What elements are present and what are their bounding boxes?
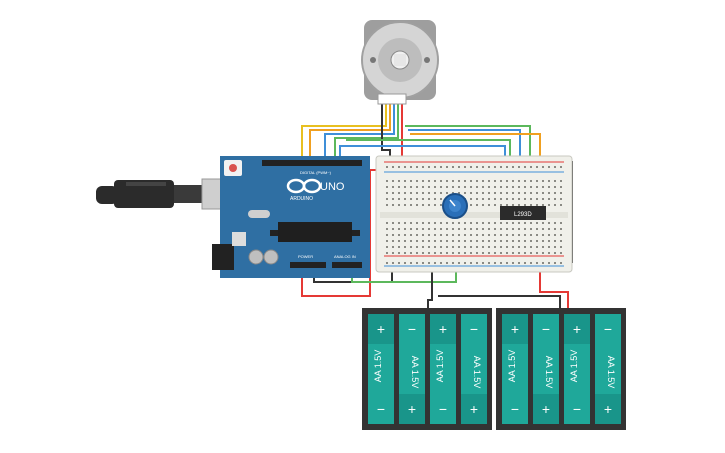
driver-chip-label: L293D: [514, 212, 532, 218]
battery-plus-sign: +: [470, 401, 478, 417]
battery-minus-sign: −: [377, 401, 385, 417]
battery-cell-label: AA 1.5V: [569, 350, 579, 383]
battery-cell-label: AA 1.5V: [472, 356, 482, 389]
digital-header-label: DIGITAL (PWM~): [300, 170, 332, 175]
battery-minus-sign: −: [604, 321, 612, 337]
battery-cell: + − AA 1.5V: [502, 314, 528, 424]
battery-cell: + − AA 1.5V: [595, 314, 621, 424]
battery-plus-sign: +: [604, 401, 612, 417]
breadboard[interactable]: [375, 155, 573, 273]
battery-cell-label: AA 1.5V: [435, 350, 445, 383]
breadboard-holes: [386, 166, 562, 264]
wire-motor-blue: [324, 104, 395, 160]
arduino-brand: UNO: [320, 181, 345, 193]
battery-cell-label: AA 1.5V: [606, 356, 616, 389]
wire-motor-yellow: [301, 104, 387, 160]
battery-cell: + − AA 1.5V: [564, 314, 590, 424]
wire-battery-black: [427, 262, 433, 312]
battery-cell-label: AA 1.5V: [544, 356, 554, 389]
battery-minus-sign: −: [439, 401, 447, 417]
battery-minus-sign: −: [470, 321, 478, 337]
battery-minus-sign: −: [511, 401, 519, 417]
battery-plus-sign: +: [439, 321, 447, 337]
wire-battery-red: [539, 262, 569, 312]
stepper-motor[interactable]: [361, 20, 439, 105]
battery-minus-sign: −: [408, 321, 416, 337]
battery-cell-label: AA 1.5V: [410, 356, 420, 389]
battery-cell: + − AA 1.5V: [430, 314, 456, 424]
arduino-board[interactable]: UNO ARDUINO DIGITAL (PWM~) POWER ANALOG …: [212, 156, 370, 278]
battery-cell-label: AA 1.5V: [373, 350, 383, 383]
battery-cell-label: AA 1.5V: [507, 350, 517, 383]
battery-plus-sign: +: [408, 401, 416, 417]
battery-cell: + − AA 1.5V: [533, 314, 559, 424]
battery-plus-sign: +: [377, 321, 385, 337]
analog-header-label: ANALOG IN: [334, 254, 356, 259]
battery-plus-sign: +: [511, 321, 519, 337]
wire-motor-green: [334, 104, 399, 160]
wire-power-red: [301, 169, 385, 297]
battery-cell: + − AA 1.5V: [368, 314, 394, 424]
driver-chip[interactable]: L293D: [500, 206, 546, 220]
battery-cell: + − AA 1.5V: [399, 314, 425, 424]
wire-motor-orange: [309, 104, 391, 160]
battery-packs: + − AA 1.5V + − AA 1.5V + − AA 1.5V + − AA 1.5V + − AA…: [362, 308, 626, 430]
battery-minus-sign: −: [573, 401, 581, 417]
battery-minus-sign: −: [542, 321, 550, 337]
wire-battery-link: [438, 295, 561, 312]
arduino-logo-text: ARDUINO: [290, 196, 313, 202]
battery-plus-sign: +: [542, 401, 550, 417]
battery-pack[interactable]: + − AA 1.5V + − AA 1.5V + − AA 1.5V + − AA 1.5V: [362, 308, 492, 430]
potentiometer[interactable]: [442, 193, 468, 219]
battery-cell: + − AA 1.5V: [461, 314, 487, 424]
battery-plus-sign: +: [573, 321, 581, 337]
arduino-logo-icon: [286, 178, 322, 194]
power-header-label: POWER: [298, 254, 313, 259]
battery-pack[interactable]: + − AA 1.5V + − AA 1.5V + − AA 1.5V + − AA 1.5V: [496, 308, 626, 430]
